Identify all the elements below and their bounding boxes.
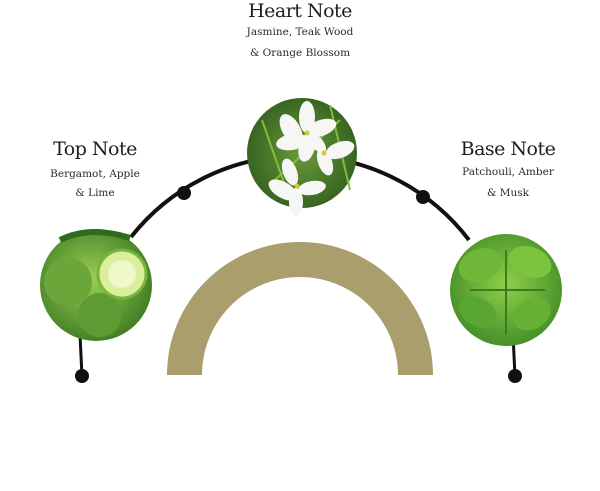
gold-arch: [167, 242, 433, 375]
heart-note-ingredients-line2: & Orange Blossom: [249, 47, 351, 59]
arc-dot-left: [177, 186, 191, 200]
base-note-image: [450, 234, 562, 346]
base-note-title: Base Note: [460, 138, 556, 160]
top-note-ingredients-line1: Bergamot, Apple: [50, 168, 140, 180]
top-note-ingredients-line2: & Lime: [75, 187, 115, 199]
top-note-title: Top Note: [53, 138, 137, 160]
heart-note-title: Heart Note: [248, 0, 352, 22]
arc-dot-right: [416, 190, 430, 204]
base-note-ingredients-line1: Patchouli, Amber: [462, 166, 554, 178]
base-note-ingredients-line2: & Musk: [487, 187, 529, 199]
base-stem-dot: [508, 369, 522, 383]
top-note-image: [40, 228, 152, 341]
top-stem-dot: [75, 369, 89, 383]
heart-note-image: [247, 98, 357, 216]
heart-note-ingredients-line1: Jasmine, Teak Wood: [246, 26, 354, 38]
